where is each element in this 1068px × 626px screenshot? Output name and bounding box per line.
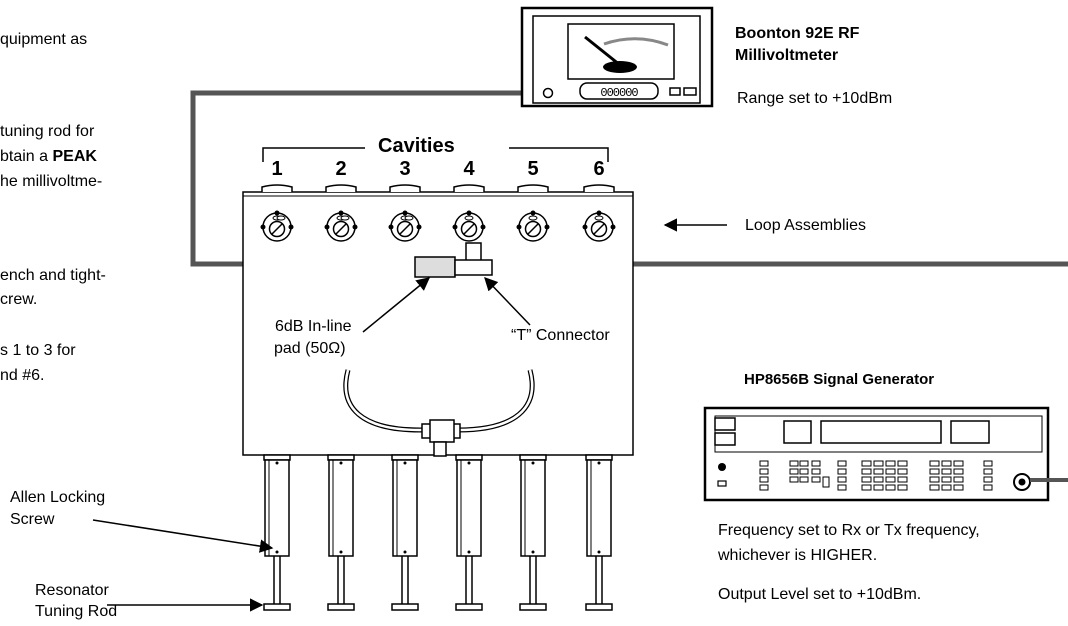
t-connector-shape bbox=[454, 242, 493, 276]
t-connector-arrow bbox=[484, 277, 531, 326]
tuning-rod-label-line-2: Tuning Rod bbox=[35, 603, 118, 620]
pad-label-line-1: 6dB In-line bbox=[275, 318, 352, 335]
pad-label-line-2: pad (50Ω) bbox=[274, 340, 346, 357]
meter-needle bbox=[584, 35, 621, 67]
loop-assembly-dial bbox=[516, 210, 550, 242]
allen-screw-label-line-2: Screw bbox=[10, 511, 55, 528]
cavity-cap bbox=[517, 184, 549, 192]
loop-assembly-dial bbox=[260, 210, 294, 242]
instruction-line-3: btain a PEAK bbox=[0, 148, 97, 165]
signal-generator-device bbox=[703, 406, 1050, 502]
cavity-cap bbox=[453, 184, 485, 192]
loop-assembly-dial bbox=[582, 210, 616, 242]
cavity-cap bbox=[325, 184, 357, 192]
loop-assemblies-label: Loop Assemblies bbox=[745, 217, 866, 234]
meter-title-line-2: Millivoltmeter bbox=[735, 47, 839, 64]
resonator-tuning-rod bbox=[519, 454, 547, 611]
resonator-tuning-rod bbox=[585, 454, 613, 611]
instruction-line-1: quipment as bbox=[0, 31, 88, 48]
instruction-line-6: crew. bbox=[0, 291, 38, 308]
cavity-number: 6 bbox=[593, 158, 605, 180]
t-connector-label: “T” Connector bbox=[511, 327, 610, 344]
cavity-cap bbox=[389, 184, 421, 192]
cavity-number: 1 bbox=[271, 158, 283, 180]
allen-screw-arrow bbox=[92, 519, 274, 553]
generator-frequency-line-1: Frequency set to Rx or Tx frequency, bbox=[718, 522, 980, 539]
generator-title: HP8656B Signal Generator bbox=[744, 371, 935, 388]
cavity-number: 2 bbox=[335, 158, 347, 180]
loop-assembly-dial bbox=[324, 210, 358, 242]
pad-arrow bbox=[362, 277, 431, 333]
instruction-line-5: ench and tight- bbox=[0, 267, 106, 284]
instruction-line-2: tuning rod for bbox=[0, 123, 95, 140]
instruction-line-7: s 1 to 3 for bbox=[0, 342, 76, 359]
loop-assembly-dials bbox=[260, 210, 616, 242]
meter-scale-arc bbox=[603, 37, 669, 47]
cavity-cap bbox=[583, 184, 615, 192]
generator-keypad bbox=[759, 460, 993, 491]
cavities-heading: Cavities bbox=[378, 135, 455, 157]
allen-screw-label-line-1: Allen Locking bbox=[10, 489, 106, 506]
cavity-block bbox=[242, 191, 634, 456]
cavity-number: 5 bbox=[527, 158, 539, 180]
generator-frequency-line-2: whichever is HIGHER. bbox=[718, 547, 878, 564]
meter-display-text: 000000 bbox=[600, 86, 638, 100]
cavity-caps bbox=[261, 184, 615, 192]
generator-output-level: Output Level set to +10dBm. bbox=[718, 586, 922, 603]
meter-pivot bbox=[603, 61, 637, 73]
cavity-number: 3 bbox=[399, 158, 411, 180]
meter-title-line-1: Boonton 92E RF bbox=[735, 25, 860, 42]
tuning-rods bbox=[263, 454, 613, 611]
meter-range-note: Range set to +10dBm bbox=[737, 90, 893, 107]
resonator-tuning-rod bbox=[327, 454, 355, 611]
cavity-number: 4 bbox=[463, 158, 475, 180]
cavities-bracket bbox=[262, 147, 609, 162]
resonator-tuning-rod bbox=[263, 454, 291, 611]
instruction-line-8: nd #6. bbox=[0, 367, 45, 384]
cavity-cap bbox=[261, 184, 293, 192]
loop-assembly-dial bbox=[388, 210, 422, 242]
resonator-tuning-rod bbox=[391, 454, 419, 611]
millivoltmeter-device bbox=[520, 6, 714, 108]
inline-pad bbox=[414, 256, 456, 278]
loop-connector bbox=[421, 419, 461, 457]
instruction-line-4: he millivoltme- bbox=[0, 173, 103, 190]
meter-display bbox=[579, 82, 659, 100]
loop-assembly-dial bbox=[452, 210, 486, 242]
tuning-rod-label-line-1: Resonator bbox=[35, 582, 109, 599]
resonator-tuning-rod bbox=[455, 454, 483, 611]
input-jack bbox=[542, 87, 554, 99]
